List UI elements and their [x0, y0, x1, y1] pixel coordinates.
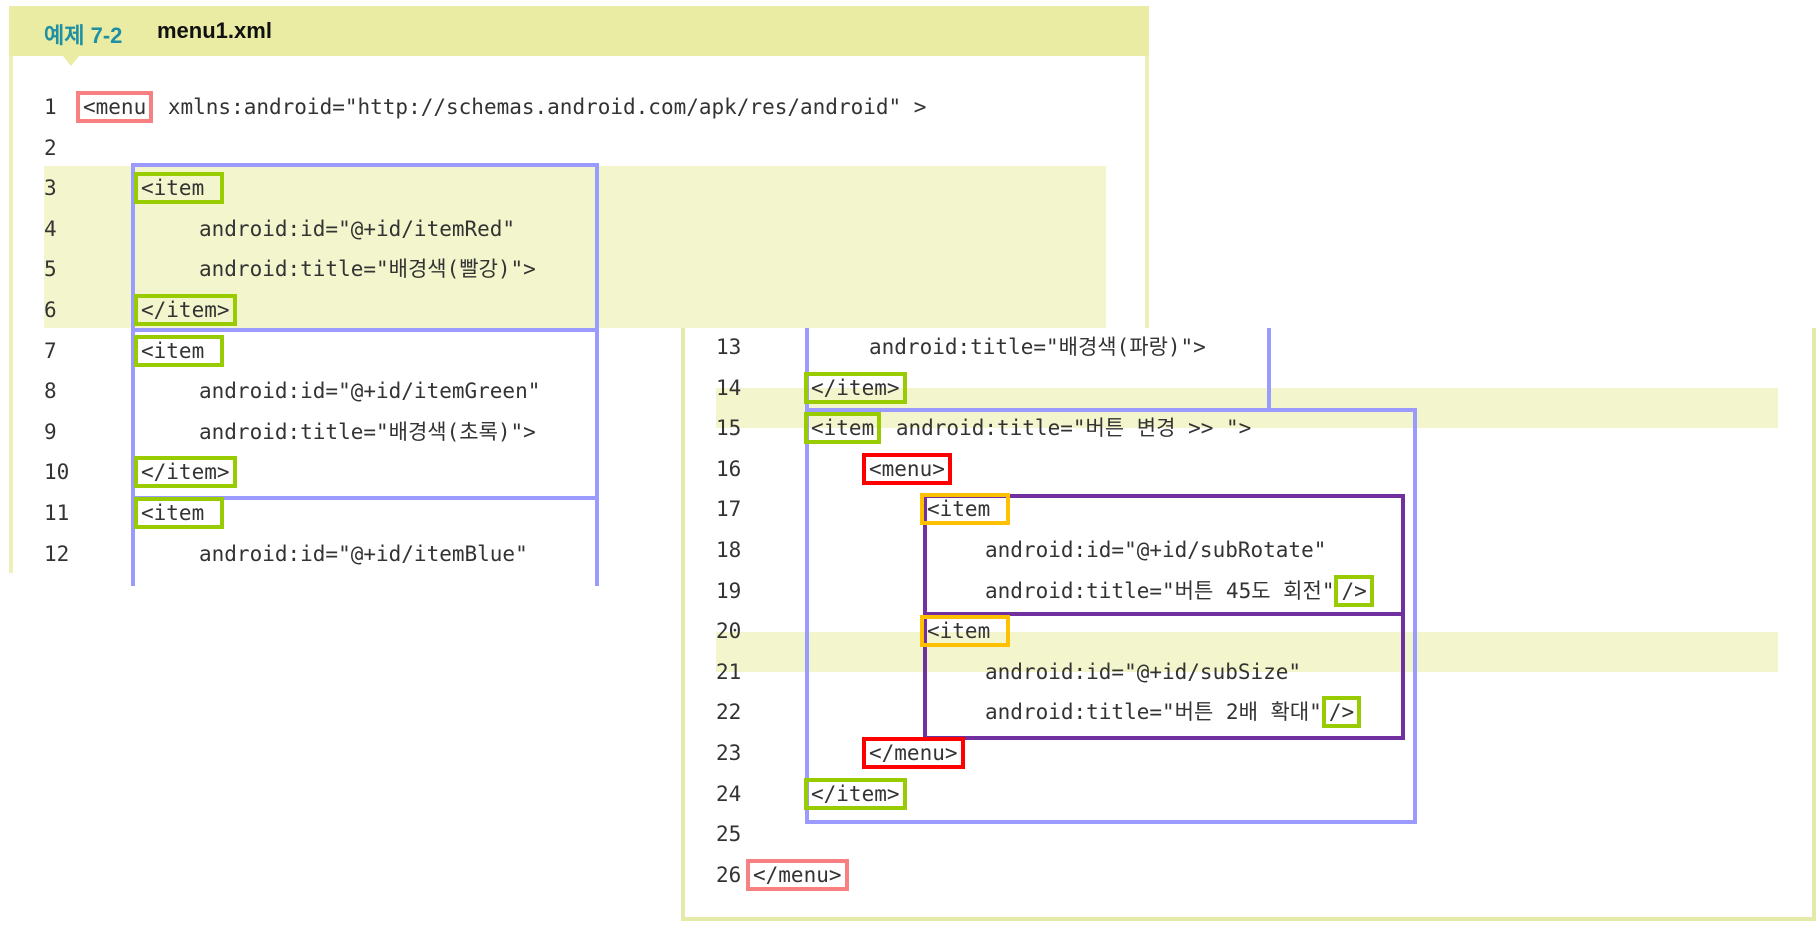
tag-item-highlight: <item: [134, 497, 224, 529]
highlight-band: [44, 166, 1106, 328]
code-line: android:title="배경색(초록)">: [199, 412, 536, 452]
code-line: </item>: [804, 774, 909, 814]
line-number: 23: [716, 741, 742, 765]
tag-submenu-highlight: <menu>: [862, 452, 952, 485]
tag-item-highlight: </item>: [804, 777, 907, 810]
code-text: android:id="@+id/subRotate": [985, 538, 1327, 562]
code-line: android:title="배경색(파랑)">: [869, 327, 1206, 367]
line-number: 9: [44, 419, 57, 444]
code-text: android:id="@+id/subSize": [985, 659, 1302, 684]
line-number: 1: [44, 95, 57, 119]
tag-item-highlight: </item>: [804, 371, 907, 404]
code-line: android:id="@+id/itemGreen": [199, 371, 540, 411]
code-line: android:title="배경색(빨강)">: [199, 249, 536, 289]
code-line: <menu>: [862, 449, 954, 489]
code-line: android:title="버튼 45도 회전"/>: [985, 571, 1376, 611]
code-text: xmlns:android="http://schemas.android.co…: [155, 95, 927, 119]
code-text: android:title="버튼 45도 회전": [985, 578, 1335, 603]
code-panel-top: 예제 7-2 menu1.xml: [9, 6, 1149, 573]
code-line: <menu xmlns:android="http://schemas.andr…: [76, 87, 927, 127]
item-group-box: [805, 408, 1417, 824]
code-line: <item: [134, 493, 226, 533]
line-number: 2: [44, 135, 57, 160]
line-number: 7: [44, 338, 57, 363]
code-line: <item: [134, 168, 226, 208]
line-number: 17: [716, 497, 742, 522]
line-number: 22: [716, 700, 742, 725]
line-number: 13: [716, 335, 742, 359]
code-text: android:title="버튼 2배 확대": [985, 700, 1322, 725]
header-notch: [63, 56, 79, 66]
code-line: android:id="@+id/subSize": [985, 652, 1301, 692]
tag-item-highlight: </item>: [134, 294, 237, 326]
line-number: 16: [716, 456, 742, 481]
code-line: </item>: [134, 290, 239, 330]
line-number: 12: [44, 541, 70, 566]
line-number: 20: [716, 619, 742, 644]
code-line: android:title="버튼 2배 확대"/>: [985, 692, 1363, 732]
line-number: 3: [44, 176, 57, 201]
code-text: android:id="@+id/itemGreen": [199, 379, 541, 404]
file-name: menu1.xml: [157, 18, 272, 43]
subitem-group-box: [923, 612, 1405, 740]
code-text: android:title="배경색(파랑)">: [869, 335, 1206, 359]
code-line: <item: [920, 489, 1012, 529]
tag-root-highlight: </menu>: [746, 858, 849, 891]
line-number: 10: [44, 460, 70, 485]
code-line: </item>: [134, 452, 239, 492]
tag-item-highlight: <item: [134, 172, 224, 205]
line-number: 21: [716, 659, 742, 684]
line-number: 18: [716, 538, 742, 562]
code-line: <item: [134, 331, 226, 371]
code-text: android:title="배경색(초록)">: [199, 419, 536, 444]
example-header: 예제 7-2 menu1.xml: [9, 6, 1149, 56]
line-number: 15: [716, 416, 742, 441]
tag-subitem-highlight: <item: [920, 493, 1010, 526]
code-line: android:id="@+id/subRotate": [985, 530, 1326, 570]
tag-submenu-highlight: </menu>: [862, 737, 965, 769]
tag-subitem-highlight: <item: [920, 615, 1010, 648]
highlight-band: [716, 632, 1778, 672]
line-number: 14: [716, 375, 742, 400]
line-number: 19: [716, 578, 742, 603]
code-text: android:id="@+id/itemRed": [199, 216, 516, 241]
code-line: </item>: [804, 368, 909, 408]
line-number: 8: [44, 379, 57, 404]
code-text: android:title="배경색(빨강)">: [199, 257, 536, 282]
tag-root-highlight: <menu: [76, 91, 154, 123]
item-group-box: [131, 496, 599, 586]
code-text: android:title="버튼 변경 >> ">: [883, 416, 1252, 441]
line-number: 4: [44, 216, 57, 241]
code-line: android:id="@+id/itemBlue": [199, 534, 528, 574]
line-number: 24: [716, 781, 742, 806]
code-line: <item: [920, 611, 1012, 651]
line-number: 6: [44, 298, 57, 322]
tag-item-highlight: <item: [134, 334, 224, 367]
line-number: 5: [44, 257, 57, 282]
code-line: </menu>: [862, 733, 967, 773]
code-line: <item android:title="버튼 변경 >> ">: [804, 408, 1252, 448]
line-number: 26: [716, 862, 742, 887]
tag-item-highlight: />: [1321, 696, 1362, 729]
code-line: android:id="@+id/itemRed": [199, 209, 515, 249]
tag-item-highlight: />: [1334, 574, 1374, 607]
line-number: 25: [716, 822, 742, 847]
code-line: </menu>: [746, 855, 851, 895]
tag-item-highlight: </item>: [134, 456, 237, 489]
example-number: 예제 7-2: [44, 23, 123, 48]
line-number: 11: [44, 501, 70, 525]
code-text: android:id="@+id/itemBlue": [199, 541, 528, 566]
tag-item-highlight: <item: [804, 412, 882, 445]
